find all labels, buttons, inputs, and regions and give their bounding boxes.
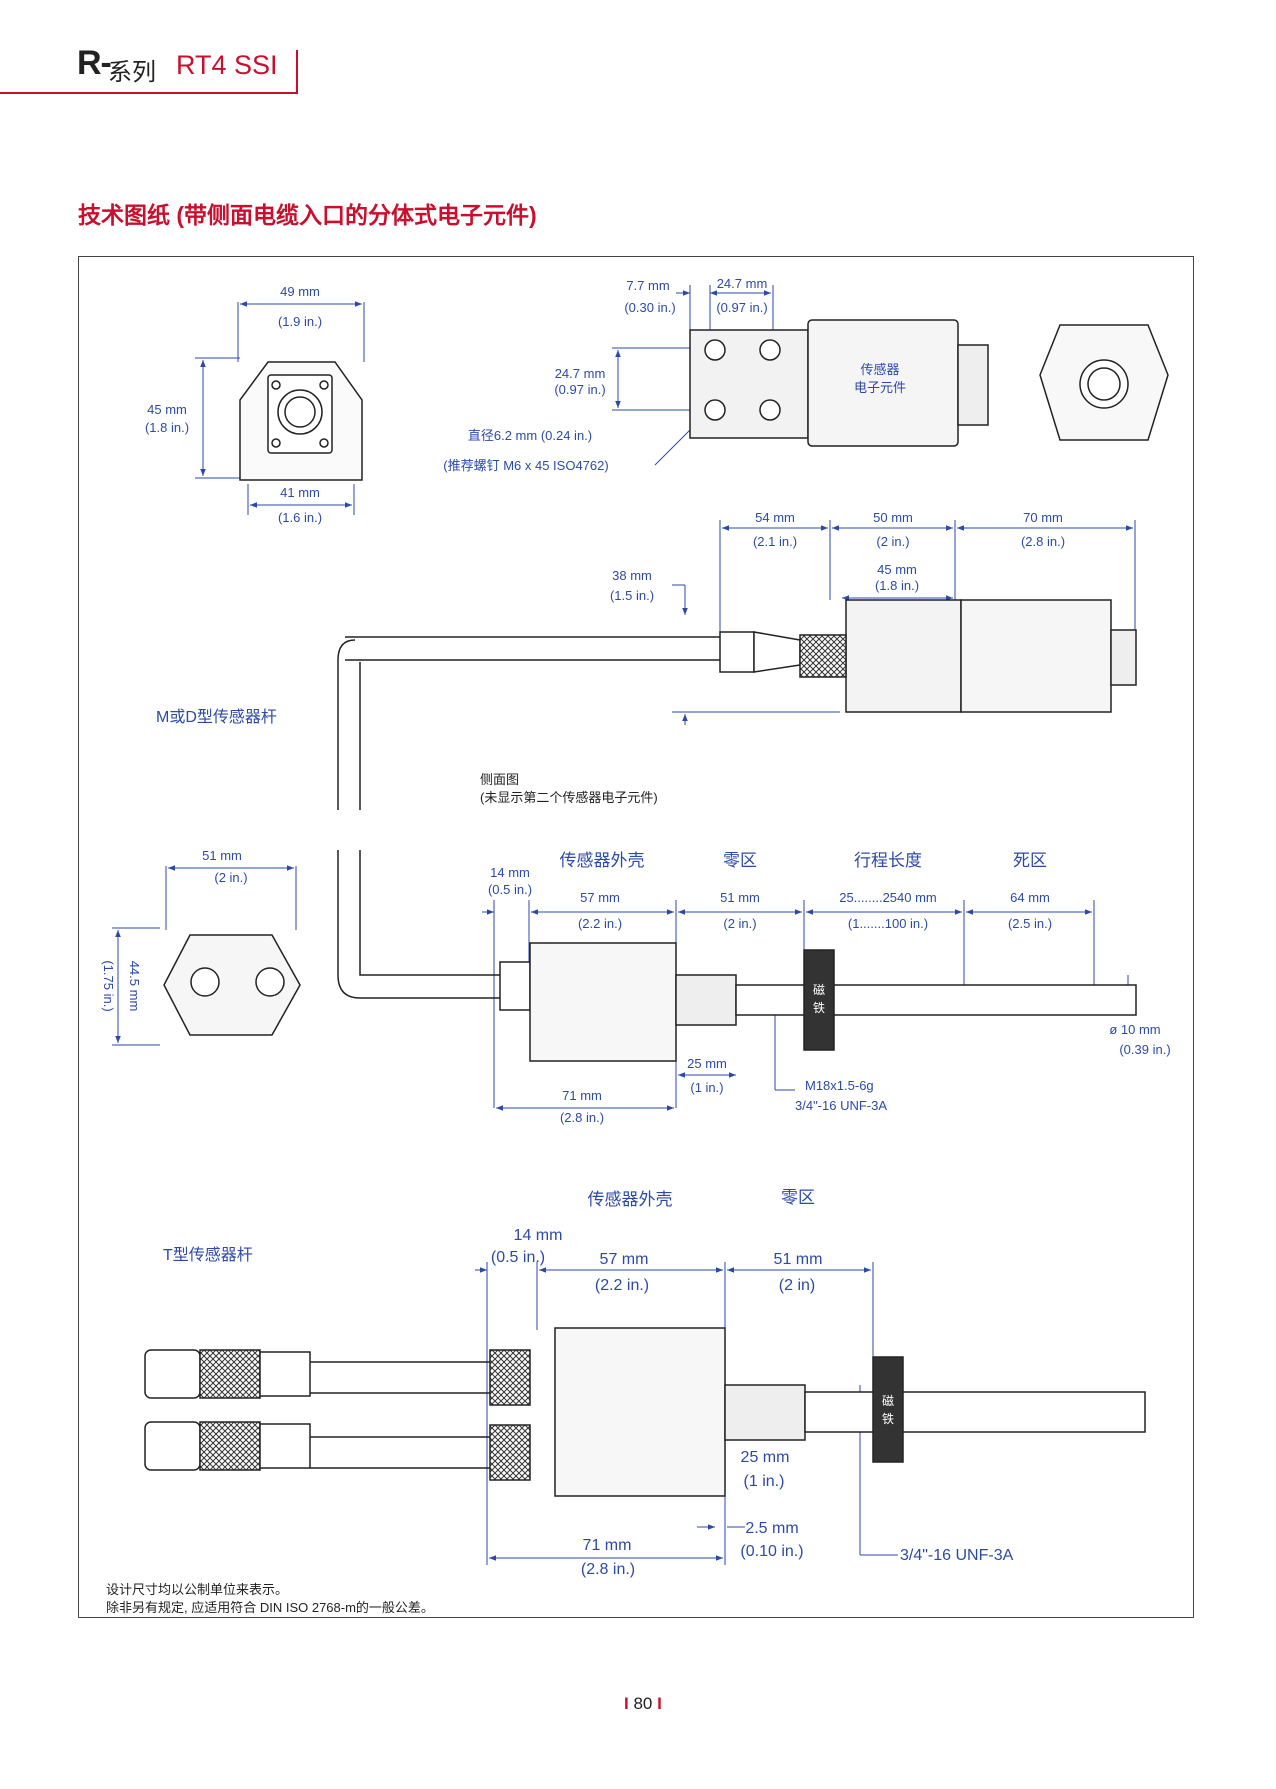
rod-thread-metric: M18x1.5-6g — [805, 1078, 874, 1093]
model-name: RT4 SSI — [176, 50, 278, 80]
t-null-zone-heading: 零区 — [781, 1188, 815, 1207]
t-b-in: (2.2 in.) — [595, 1277, 649, 1294]
rod-stroke-heading: 行程长度 — [854, 851, 922, 870]
top-a-mm: 7.7 mm — [626, 278, 669, 293]
top-b-in: (0.97 in.) — [716, 300, 767, 315]
rod-e-mm: 64 mm — [1010, 890, 1050, 905]
rod-b-mm: 57 mm — [580, 890, 620, 905]
rod-f-mm: 25 mm — [687, 1056, 727, 1071]
front-height-in: (1.8 in.) — [145, 420, 189, 435]
rod-dead-zone-heading: 死区 — [1013, 851, 1047, 870]
rod-d-in: (1.......100 in.) — [848, 916, 928, 931]
drawing-frame — [78, 256, 1194, 1618]
page-number-value: 80 — [633, 1694, 653, 1713]
note-tolerance: 除非另有规定, 应适用符合 DIN ISO 2768-m的一般公差。 — [106, 1600, 434, 1615]
t-a-mm: 14 mm — [514, 1227, 563, 1244]
hex-width-mm: 51 mm — [202, 848, 242, 863]
side-d3-in: (2.8 in.) — [1021, 534, 1065, 549]
t-rod-label: T型传感器杆 — [163, 1246, 253, 1264]
rod-a-in: (0.5 in.) — [488, 882, 532, 897]
electronics-label-line2: 电子元件 — [854, 380, 906, 395]
rod-thread-unf: 3/4"-16 UNF-3A — [795, 1098, 887, 1113]
md-rod-label: M或D型传感器杆 — [156, 708, 277, 726]
side-d5-mm: 38 mm — [612, 568, 652, 583]
t-a-in: (0.5 in.) — [491, 1249, 545, 1266]
t-c-mm: 51 mm — [774, 1251, 823, 1268]
top-c-mm: 24.7 mm — [555, 366, 606, 381]
rod-c-mm: 51 mm — [720, 890, 760, 905]
rod-g-in: (2.8 in.) — [560, 1110, 604, 1125]
rod-d-mm: 25........2540 mm — [839, 890, 937, 905]
side-d4-mm: 45 mm — [877, 562, 917, 577]
series-label: 系列 — [108, 59, 156, 86]
electronics-label-line1: 传感器 — [860, 362, 899, 377]
t-f-mm: 71 mm — [583, 1537, 632, 1554]
rod-e-in: (2.5 in.) — [1008, 916, 1052, 931]
header-underline — [0, 92, 298, 94]
hex-width-in: (2 in.) — [214, 870, 247, 885]
top-c-in: (0.97 in.) — [554, 382, 605, 397]
t-d-in: (1 in.) — [744, 1473, 785, 1490]
header-divider — [296, 50, 298, 92]
rod-f-in: (1 in.) — [690, 1080, 723, 1095]
top-a-in: (0.30 in.) — [624, 300, 675, 315]
t-housing-heading: 传感器外壳 — [588, 1190, 673, 1209]
t-e-mm: 2.5 mm — [745, 1520, 798, 1537]
mount-hole-diameter: 直径6.2 mm (0.24 in.) — [468, 428, 592, 443]
rod-a-mm: 14 mm — [490, 865, 530, 880]
t-thread-unf: 3/4"-16 UNF-3A — [900, 1547, 1014, 1564]
rod-c-in: (2 in.) — [723, 916, 756, 931]
side-d5-in: (1.5 in.) — [610, 588, 654, 603]
side-view-note: (未显示第二个传感器电子元件) — [480, 790, 658, 805]
side-d2-mm: 50 mm — [873, 510, 913, 525]
rod-magnet-char2: 铁 — [813, 1001, 825, 1015]
rod-housing-heading: 传感器外壳 — [560, 851, 645, 870]
side-d4-in: (1.8 in.) — [875, 578, 919, 593]
side-view-label: 侧面图 — [480, 772, 519, 787]
top-b-mm: 24.7 mm — [717, 276, 768, 291]
rod-null-zone-heading: 零区 — [723, 851, 757, 870]
note-units: 设计尺寸均以公制单位来表示。 — [106, 1582, 289, 1597]
t-e-in: (0.10 in.) — [740, 1543, 803, 1560]
series-letter: R- — [77, 44, 112, 82]
side-d1-mm: 54 mm — [755, 510, 795, 525]
hex-height-in: (1.75 in.) — [101, 960, 116, 1011]
rod-g-mm: 71 mm — [562, 1088, 602, 1103]
side-d1-in: (2.1 in.) — [753, 534, 797, 549]
rod-magnet-char1: 磁 — [813, 982, 825, 997]
t-f-in: (2.8 in.) — [581, 1561, 635, 1578]
t-c-in: (2 in) — [779, 1277, 815, 1294]
t-magnet-char1: 磁 — [882, 1393, 894, 1408]
recommended-screw: (推荐螺钉 M6 x 45 ISO4762) — [443, 458, 608, 473]
front-width-in: (1.9 in.) — [278, 314, 322, 329]
front-width-mm: 49 mm — [280, 284, 320, 299]
side-d2-in: (2 in.) — [876, 534, 909, 549]
page-title: 技术图纸 (带侧面电缆入口的分体式电子元件) — [78, 202, 537, 228]
page-number: I 80 I — [624, 1694, 662, 1713]
front-height-mm: 45 mm — [147, 402, 187, 417]
front-base-mm: 41 mm — [280, 485, 320, 500]
rod-diameter-mm: ø 10 mm — [1109, 1022, 1160, 1037]
front-base-in: (1.6 in.) — [278, 510, 322, 525]
side-d3-mm: 70 mm — [1023, 510, 1063, 525]
rod-b-in: (2.2 in.) — [578, 916, 622, 931]
t-d-mm: 25 mm — [741, 1449, 790, 1466]
t-b-mm: 57 mm — [600, 1251, 649, 1268]
hex-height-mm: 44.5 mm — [127, 961, 142, 1012]
rod-diameter-in: (0.39 in.) — [1119, 1042, 1170, 1057]
t-magnet-char2: 铁 — [882, 1412, 894, 1426]
